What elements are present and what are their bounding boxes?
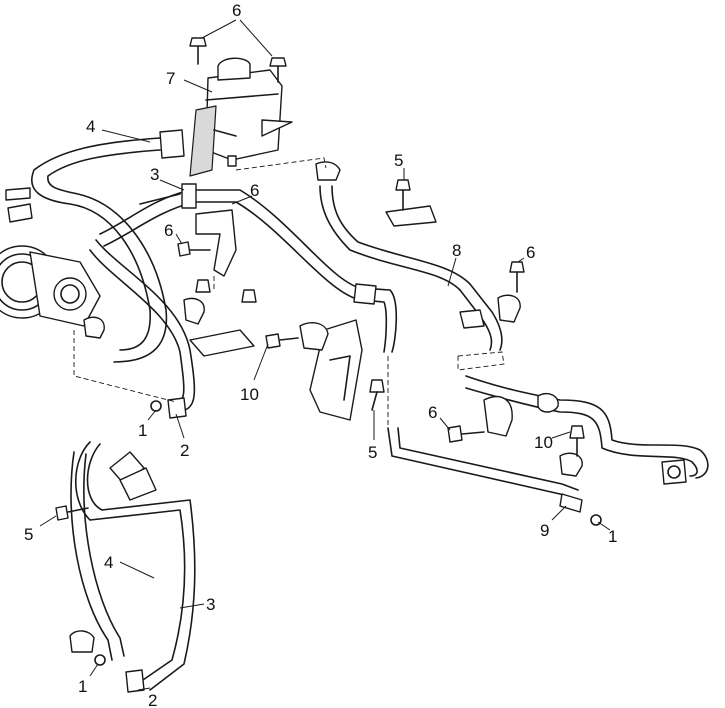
callout-5: 5 [394,151,403,170]
reservoir-bolt [189,37,287,83]
cooler-line [465,375,709,485]
hose-clamp [83,294,583,477]
pressure-pipe [387,427,602,526]
callout-1: 1 [78,677,87,696]
callout-3: 3 [206,595,215,614]
callout-10: 10 [240,385,259,404]
steering-pump [0,187,101,327]
callout-8: 8 [452,241,461,260]
callout-3: 3 [150,165,159,184]
callout-9: 9 [540,521,549,540]
sealing-washer [150,397,187,419]
callout-5: 5 [368,443,377,462]
lower-hose-assembly [69,441,196,693]
callout-1: 1 [608,527,617,546]
bracket [189,205,513,437]
callout-6: 6 [164,221,173,240]
callout-10: 10 [534,433,553,452]
callout-6: 6 [526,243,535,262]
callout-6: 6 [250,181,259,200]
callout-7: 7 [166,69,175,88]
callout-5: 5 [24,525,33,544]
callout-4: 4 [104,553,113,572]
callout-labels: 6 7 4 3 6 5 6 8 6 10 1 2 5 6 10 9 1 5 4 … [24,1,617,708]
callout-2: 2 [148,691,157,708]
leader-lines [39,19,611,691]
routing-lines [73,157,505,428]
callout-6: 6 [232,1,241,20]
callout-1: 1 [138,421,147,440]
callout-4: 4 [86,117,95,136]
return-hose-upper [31,129,185,363]
callout-6: 6 [428,403,437,422]
pressure-hose-upper [89,183,398,413]
reservoir-return-hose [315,161,503,351]
callout-2: 2 [180,441,189,460]
fluid-reservoir [189,57,293,177]
